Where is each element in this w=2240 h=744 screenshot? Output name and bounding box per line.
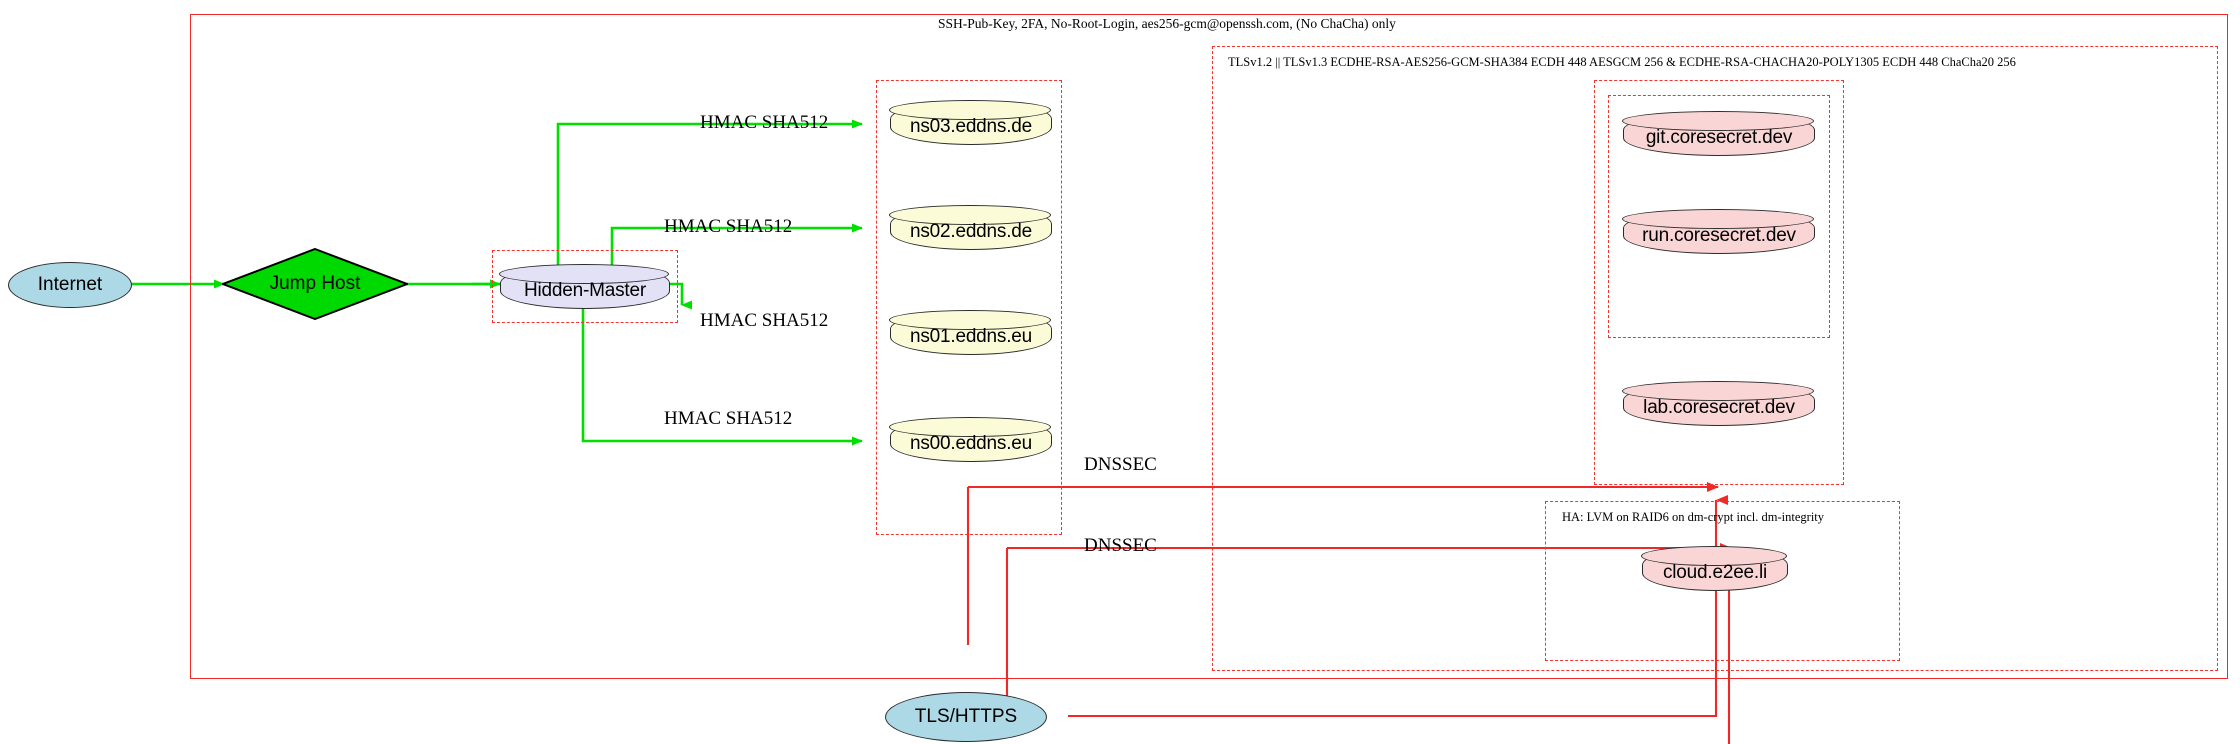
node-git-coresecret[interactable]: git.coresecret.dev: [1622, 111, 1815, 156]
edge-label-hmac-ns03: HMAC SHA512: [700, 112, 829, 133]
node-ns00[interactable]: ns00.eddns.eu: [889, 417, 1052, 462]
node-jump-host-label: Jump Host: [269, 273, 361, 294]
cluster-ha-label: HA: LVM on RAID6 on dm-crypt incl. dm-in…: [1562, 510, 1825, 524]
node-lab-coresecret[interactable]: lab.coresecret.dev: [1622, 381, 1815, 426]
cluster-ha-boundary: [1545, 501, 1900, 661]
node-ns02[interactable]: ns02.eddns.de: [889, 205, 1052, 250]
cluster-tls-label: TLSv1.2 || TLSv1.3 ECDHE-RSA-AES256-GCM-…: [1228, 55, 2016, 69]
node-ns01[interactable]: ns01.eddns.eu: [889, 310, 1052, 355]
node-ns02-label: ns02.eddns.de: [909, 220, 1033, 242]
edge-label-dnssec-2: DNSSEC: [1084, 535, 1157, 556]
node-hidden-master-label: Hidden-Master: [523, 279, 646, 301]
cluster-dns-box: [876, 80, 1062, 535]
edge-label-hmac-ns02: HMAC SHA512: [664, 216, 793, 237]
node-cloud-e2ee[interactable]: cloud.e2ee.li: [1641, 546, 1788, 591]
node-tls-https[interactable]: TLS/HTTPS: [885, 692, 1047, 742]
edge-label-hmac-ns00: HMAC SHA512: [664, 408, 793, 429]
node-ns00-label: ns00.eddns.eu: [909, 432, 1033, 454]
node-git-label: git.coresecret.dev: [1645, 126, 1793, 148]
cluster-coresecret-inner: [1608, 95, 1830, 338]
node-tls-https-label: TLS/HTTPS: [914, 706, 1018, 727]
cylinder-cap: [889, 205, 1052, 226]
node-internet-label: Internet: [37, 274, 103, 295]
node-run-label: run.coresecret.dev: [1642, 224, 1796, 246]
jump-host-shape: [220, 247, 410, 321]
cylinder-cap: [889, 100, 1052, 121]
node-cloud-label: cloud.e2ee.li: [1662, 561, 1768, 583]
cylinder-cap: [1641, 546, 1788, 567]
cylinder-cap: [1622, 111, 1815, 132]
cluster-ssh-label: SSH-Pub-Key, 2FA, No-Root-Login, aes256-…: [938, 16, 1396, 31]
node-ns01-label: ns01.eddns.eu: [909, 325, 1033, 347]
node-ns03-label: ns03.eddns.de: [909, 115, 1033, 137]
node-hidden-master[interactable]: Hidden-Master: [499, 264, 670, 309]
cluster-hidden-master-box: [492, 250, 678, 323]
cylinder-cap: [499, 264, 670, 285]
node-lab-label: lab.coresecret.dev: [1643, 396, 1795, 418]
cluster-ssh-boundary: [190, 14, 2228, 679]
node-jump-host[interactable]: Jump Host: [220, 247, 410, 321]
cluster-coresecret-outer: [1594, 80, 1844, 485]
node-internet[interactable]: Internet: [8, 262, 132, 308]
cylinder-cap: [889, 310, 1052, 331]
cylinder-cap: [1622, 209, 1815, 230]
node-run-coresecret[interactable]: run.coresecret.dev: [1622, 209, 1815, 254]
cluster-tls-boundary: [1212, 46, 2218, 671]
edge-label-dnssec-1: DNSSEC: [1084, 454, 1157, 475]
edge-label-hmac-ns01: HMAC SHA512: [700, 310, 829, 331]
node-ns03[interactable]: ns03.eddns.de: [889, 100, 1052, 145]
cylinder-cap: [889, 417, 1052, 438]
cylinder-cap: [1622, 381, 1815, 402]
